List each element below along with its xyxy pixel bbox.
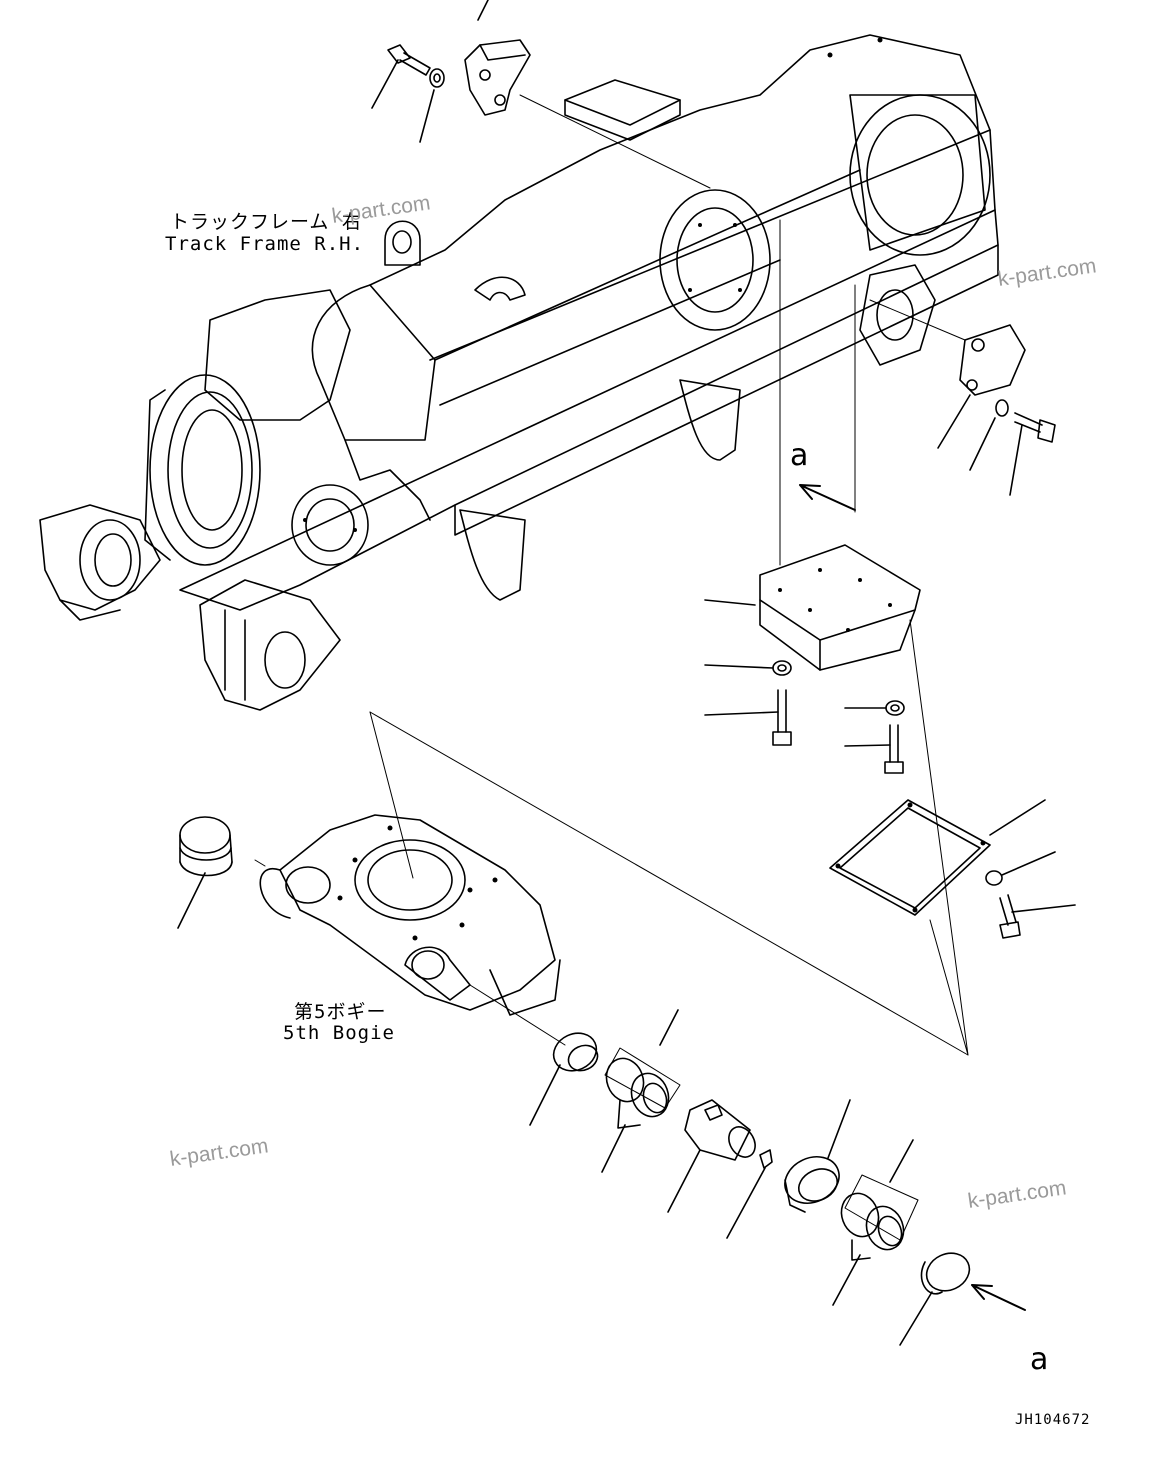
washer-cover bbox=[985, 851, 1056, 886]
cover-plate bbox=[829, 799, 1046, 916]
view-arrow-top bbox=[799, 484, 856, 511]
bolt-right bbox=[1009, 412, 1056, 496]
bogie-label-jp: 第5ボギー bbox=[294, 1001, 387, 1023]
guard-block bbox=[704, 544, 921, 671]
seal-outer-right bbox=[784, 1099, 851, 1213]
bolt-upper bbox=[371, 44, 431, 109]
washer-right bbox=[969, 399, 1009, 471]
track-frame-label-en: Track Frame R.H. bbox=[165, 233, 365, 255]
washer-upper bbox=[419, 68, 445, 143]
leader-upper-bracket bbox=[519, 94, 711, 189]
bogie-bushing bbox=[177, 816, 266, 929]
view-arrow-bottom bbox=[971, 1284, 1026, 1311]
axis-line bbox=[469, 984, 566, 1046]
seal-outer-left bbox=[529, 1032, 599, 1126]
guard-bracket-upper bbox=[464, 0, 531, 116]
view-mark-bottom: a bbox=[1030, 1342, 1050, 1377]
view-mark-top: a bbox=[790, 438, 810, 473]
guard-bracket-right bbox=[869, 299, 1026, 449]
leader-cover-group bbox=[909, 619, 969, 1056]
bolt-cover bbox=[999, 894, 1076, 939]
seal-ring-left bbox=[601, 1009, 681, 1173]
track-frame-drawing bbox=[39, 34, 999, 711]
seal-cap bbox=[899, 1252, 971, 1346]
grease-fitting bbox=[726, 1149, 773, 1239]
bogie-drawing bbox=[259, 711, 969, 1056]
drawing-code: JH104672 bbox=[1015, 1412, 1091, 1428]
bolts-guard-block bbox=[704, 689, 904, 774]
washers-guard-block bbox=[704, 660, 905, 716]
bogie-label-en: 5th Bogie bbox=[283, 1022, 395, 1044]
seal-ring-right bbox=[832, 1139, 919, 1306]
track-frame-label-jp: トラックフレーム 右 bbox=[170, 211, 362, 233]
bogie-pin bbox=[667, 1099, 756, 1213]
